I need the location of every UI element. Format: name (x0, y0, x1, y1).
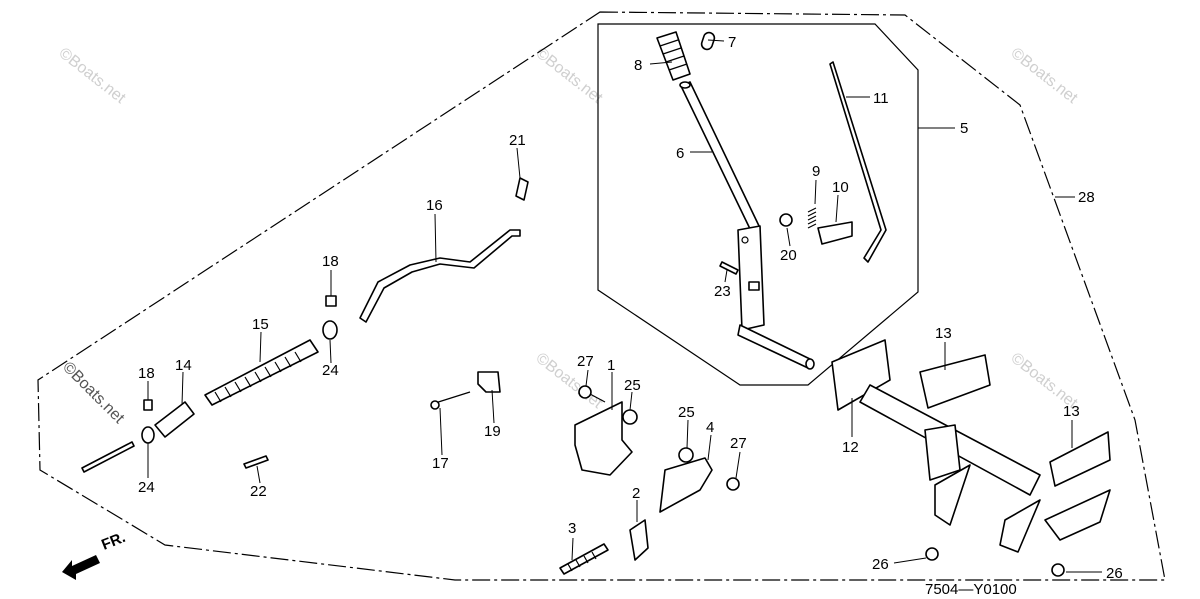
part-14-fitting[interactable] (154, 401, 195, 438)
front-arrow: FR. (62, 529, 128, 580)
part-19-bracket[interactable] (477, 371, 501, 393)
part-9-spring[interactable] (807, 207, 817, 229)
part-6-lever[interactable] (679, 81, 815, 370)
watermark: ©Boats.net (533, 45, 606, 108)
callout-16: 16 (426, 197, 443, 214)
part-23-pin[interactable] (719, 261, 739, 275)
part-27-bolt[interactable] (578, 385, 592, 399)
callout-12: 12 (842, 439, 859, 456)
callout-6: 6 (676, 145, 684, 162)
part-20-washer[interactable] (779, 213, 793, 227)
callout-18: 18 (322, 253, 339, 270)
part-1-bracket[interactable] (574, 401, 633, 476)
callout-7: 7 (728, 34, 736, 51)
part-26-bolt[interactable] (925, 547, 939, 561)
part-11-rod[interactable] (829, 61, 887, 263)
part-17-end[interactable] (430, 400, 440, 410)
front-label: FR. (99, 529, 128, 554)
part-22-clip[interactable] (243, 455, 269, 469)
callout-25: 25 (678, 404, 695, 421)
part-7-clip[interactable] (700, 31, 716, 51)
part-8-grip[interactable] (656, 31, 691, 81)
callout-13: 13 (1063, 403, 1080, 420)
part-26-bolt[interactable] (1051, 563, 1065, 577)
callout-5: 5 (960, 120, 968, 137)
part-15-spring[interactable] (204, 339, 319, 406)
callout-4: 4 (706, 419, 714, 436)
assembly-boundary-28 (37, 11, 1166, 581)
part-2-bracket[interactable] (629, 519, 649, 561)
callout-14: 14 (175, 357, 192, 374)
callout-27: 27 (730, 435, 747, 452)
callout-26: 26 (1106, 565, 1123, 582)
callout-26: 26 (872, 556, 889, 573)
callout-25: 25 (624, 377, 641, 394)
callout-28: 28 (1078, 189, 1095, 206)
watermark: ©Boats.net (1008, 45, 1081, 108)
callout-18: 18 (138, 365, 155, 382)
callout-1: 1 (607, 357, 615, 374)
callout-15: 15 (252, 316, 269, 333)
callout-9: 9 (812, 163, 820, 180)
callout-17: 17 (432, 455, 449, 472)
part-18-bolt[interactable] (143, 399, 153, 411)
callout-3: 3 (568, 520, 576, 537)
diagram-code: 7504—Y0100 (925, 581, 1017, 598)
callout-8: 8 (634, 57, 642, 74)
part-12-shaft[interactable] (831, 339, 1041, 553)
part-13-bracket[interactable] (919, 354, 991, 409)
part-3-spring[interactable] (559, 543, 609, 575)
watermark: ©Boats.net (59, 359, 128, 428)
part-13-bracket[interactable] (1049, 431, 1111, 487)
callout-27: 27 (577, 353, 594, 370)
callout-2: 2 (632, 485, 640, 502)
part-rod[interactable] (81, 441, 135, 473)
callout-10: 10 (832, 179, 849, 196)
leader-lines (147, 39, 1102, 573)
part-25-nut[interactable] (678, 447, 694, 463)
part-25-nut[interactable] (622, 409, 638, 425)
part-24-collar[interactable] (141, 426, 155, 444)
assembly-boundary-5 (597, 23, 919, 386)
callout-24: 24 (322, 362, 339, 379)
callout-21: 21 (509, 132, 526, 149)
watermark: ©Boats.net (56, 45, 129, 108)
watermark: ©Boats.net (533, 350, 606, 413)
part-21-clip[interactable] (515, 177, 529, 201)
part-4-bracket[interactable] (659, 457, 713, 513)
part-27-bolt[interactable] (726, 477, 740, 491)
callout-19: 19 (484, 423, 501, 440)
callout-23: 23 (714, 283, 731, 300)
callout-13: 13 (935, 325, 952, 342)
part-10-bracket[interactable] (817, 221, 853, 245)
part-24-collar[interactable] (322, 320, 338, 340)
callout-labels: 7 8 6 11 5 9 10 20 23 28 21 16 18 15 24 … (138, 34, 1123, 582)
callout-11: 11 (873, 90, 889, 107)
callout-20: 20 (780, 247, 797, 264)
part-13-plate[interactable] (1044, 489, 1111, 541)
part-18-bolt[interactable] (325, 295, 337, 307)
callout-22: 22 (250, 483, 267, 500)
part-16-rod[interactable] (359, 229, 521, 323)
callout-24: 24 (138, 479, 155, 496)
